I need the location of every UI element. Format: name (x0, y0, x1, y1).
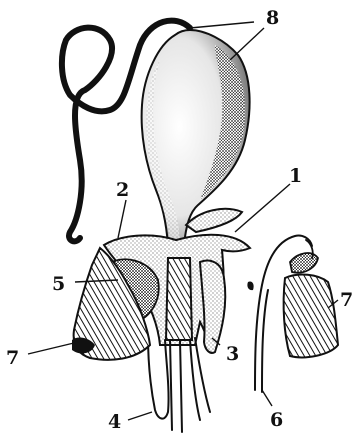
label-5: 5 (52, 273, 65, 295)
label-8: 8 (266, 7, 279, 29)
label-1: 1 (289, 165, 302, 187)
label-7-right: 7 (340, 289, 353, 311)
pollinium-right (284, 275, 338, 358)
central-column (166, 258, 192, 340)
label-4: 4 (108, 411, 121, 433)
label-7-left: 7 (6, 347, 19, 369)
label-3: 3 (226, 343, 239, 365)
label-6: 6 (270, 409, 283, 431)
side-leaf (186, 209, 242, 232)
label-2: 2 (116, 179, 129, 201)
lower-stalk (148, 335, 169, 419)
